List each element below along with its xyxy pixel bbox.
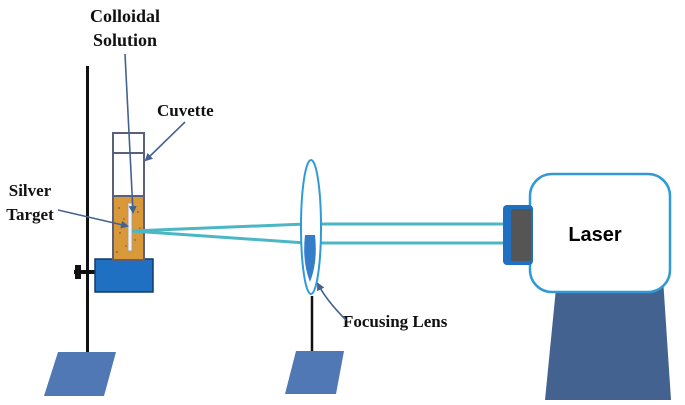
cuvette-label: Cuvette [157,101,214,120]
colloidal-label-line1: Colloidal [90,6,160,26]
cuvette-upper [112,132,145,198]
laser-label: Laser [568,224,622,246]
cuvette-holder [94,258,154,293]
focusing-lens-label: Focusing Lens [343,312,448,331]
lens-base-plate [285,351,344,394]
focusing-lens [285,159,344,394]
focusing-lens-arrow [317,282,347,321]
laser-unit: Laser [503,172,672,400]
silver-arrow [57,209,129,229]
lens-holder-mark [304,235,316,282]
silver-label-line1: Silver [9,181,52,200]
stand-base-plate [44,352,116,396]
cuvette-stand [44,66,154,396]
laser-aperture-inner [511,209,531,261]
clamp-screw [74,270,98,274]
laser-beam [131,222,505,245]
nanoparticle-speckles [116,207,141,253]
cuvette-arrow [144,121,186,162]
stand-rod [86,66,89,372]
silver-label-line2: Target [6,205,54,224]
colloidal-arrow [124,53,137,214]
clamp-knob [75,265,81,279]
cuvette [112,132,145,261]
colloidal-label-line2: Solution [93,30,157,50]
silver-target [127,202,133,252]
laser-stand [545,278,671,400]
